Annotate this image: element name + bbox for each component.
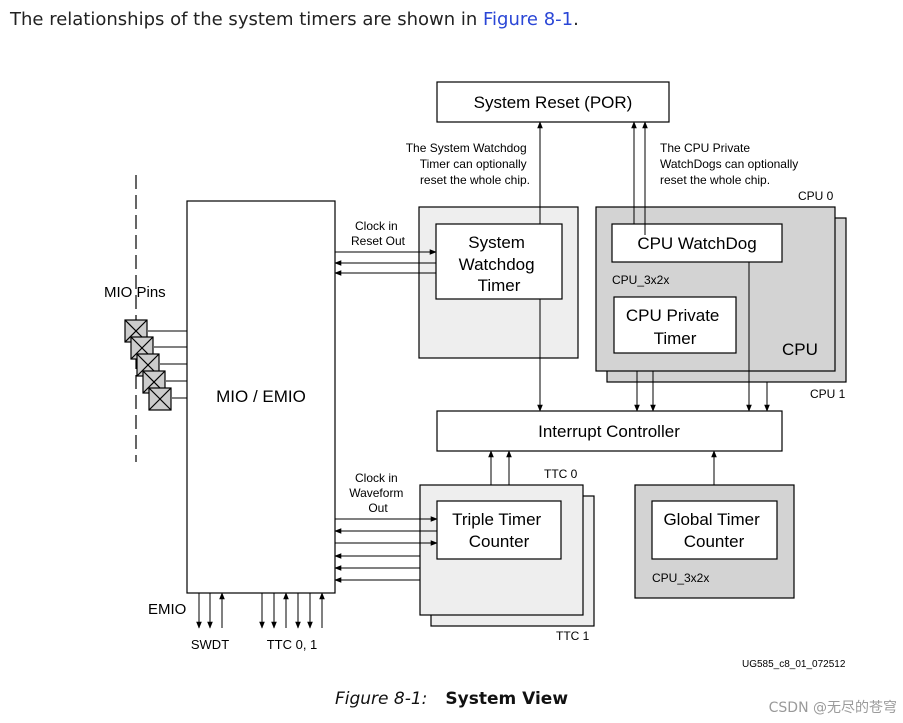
swdt-note: The System Watchdog Timer can optionally… bbox=[406, 141, 530, 187]
figure-link[interactable]: Figure 8-1 bbox=[483, 9, 574, 30]
watermark: CSDN @无尽的苍穹 bbox=[768, 700, 897, 716]
mio-pad-icons bbox=[124, 319, 172, 411]
caption-number: Figure 8-1: bbox=[334, 689, 428, 709]
ttc0-label: TTC 0 bbox=[544, 467, 578, 481]
cpu1-label: CPU 1 bbox=[810, 387, 846, 401]
figure-caption: Figure 8-1: System View bbox=[0, 689, 903, 709]
cpu0-label: CPU 0 bbox=[798, 189, 834, 203]
swdt-block-label: System Watchdog Timer bbox=[459, 233, 540, 295]
reset-arrows bbox=[537, 121, 648, 235]
cpu-watchdog-box bbox=[611, 223, 783, 263]
swdt-pin-label: SWDT bbox=[191, 637, 229, 652]
clock-reset-label: Clock in Reset Out bbox=[351, 219, 406, 248]
system-reset-box bbox=[436, 81, 670, 123]
cpu-private-timer-box bbox=[613, 296, 737, 354]
mio-pins-label: MIO Pins bbox=[104, 284, 166, 301]
interrupt-controller-box bbox=[436, 410, 783, 452]
global-timer-label: Global Timer Counter bbox=[663, 510, 764, 551]
clock-waveform-label: Clock in Waveform Out bbox=[349, 471, 407, 515]
emio-label: EMIO bbox=[148, 601, 186, 618]
cpu-clk-label: CPU_3x2x bbox=[612, 273, 669, 287]
ttc1-label: TTC 1 bbox=[556, 629, 590, 643]
cpu-label: CPU bbox=[782, 340, 818, 359]
intro-suffix: . bbox=[573, 9, 579, 30]
ttc-mio-arrows bbox=[334, 516, 438, 583]
figure-id: UG585_c8_01_072512 bbox=[742, 659, 846, 670]
pad-icon bbox=[148, 387, 172, 411]
triple-timer-label: Triple Timer Counter bbox=[452, 510, 546, 551]
interrupt-controller-label: Interrupt Controller bbox=[538, 422, 680, 441]
global-clk-label: CPU_3x2x bbox=[652, 571, 709, 585]
ttc01-pin-label: TTC 0, 1 bbox=[267, 637, 318, 652]
mio-emio-label: MIO / EMIO bbox=[216, 387, 306, 406]
cpu-note: The CPU Private WatchDogs can optionally… bbox=[660, 141, 802, 187]
swdt-block bbox=[435, 223, 563, 300]
triple-timer-box bbox=[436, 500, 562, 560]
cpu-watchdog-label: CPU WatchDog bbox=[637, 234, 756, 253]
caption-title: System View bbox=[445, 689, 569, 709]
emio-arrows bbox=[196, 592, 325, 629]
system-reset-label: System Reset (POR) bbox=[474, 93, 633, 112]
global-timer-box bbox=[651, 500, 778, 560]
intro-prefix: The relationships of the system timers a… bbox=[10, 9, 484, 30]
mio-pin-wires bbox=[148, 330, 187, 399]
swdt-mio-arrows bbox=[334, 249, 437, 276]
intro-sentence: The relationships of the system timers a… bbox=[10, 9, 579, 30]
cpu-private-timer-label: CPU Private Timer bbox=[626, 306, 724, 348]
mio-emio-box bbox=[186, 200, 336, 594]
